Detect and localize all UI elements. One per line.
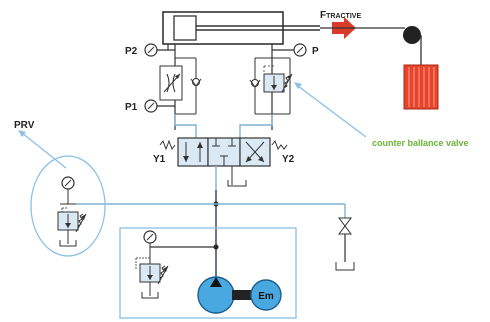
flow-control-valve [159,57,202,115]
counter-balance-valve [249,57,293,115]
p2-label: P2 [125,46,138,57]
electric-motor-icon: Em [250,279,282,311]
p-label: P [312,46,319,57]
pressure-relief-valve [57,176,87,247]
hydraulic-pump-icon [197,276,252,314]
prv-highlight-ellipse [30,155,106,257]
prv-label: PRV [14,120,35,131]
tractive-force-arrow [320,17,405,39]
counter-balance-callout-arrow [294,82,367,138]
hydraulic-cylinder [162,11,320,50]
em-label: Em [258,291,274,302]
p1-label: P1 [125,102,138,113]
prv-callout-arrow [18,130,67,169]
load-weight-icon [403,64,439,110]
y2-label: Y2 [282,154,295,165]
tank-icon [227,166,247,187]
solenoid-spring-left [159,139,176,151]
pulley-icon [403,26,421,44]
power-unit-box [119,227,297,319]
stop-valve [335,204,355,271]
inner-relief-valve [135,230,216,299]
f-tractive-label: FTRACTIVE [320,10,361,21]
y1-label: Y1 [153,154,166,165]
solenoid-spring-right [271,139,288,151]
counter-balance-label: counter ballance valve [372,138,469,148]
directional-control-valve [159,137,288,167]
